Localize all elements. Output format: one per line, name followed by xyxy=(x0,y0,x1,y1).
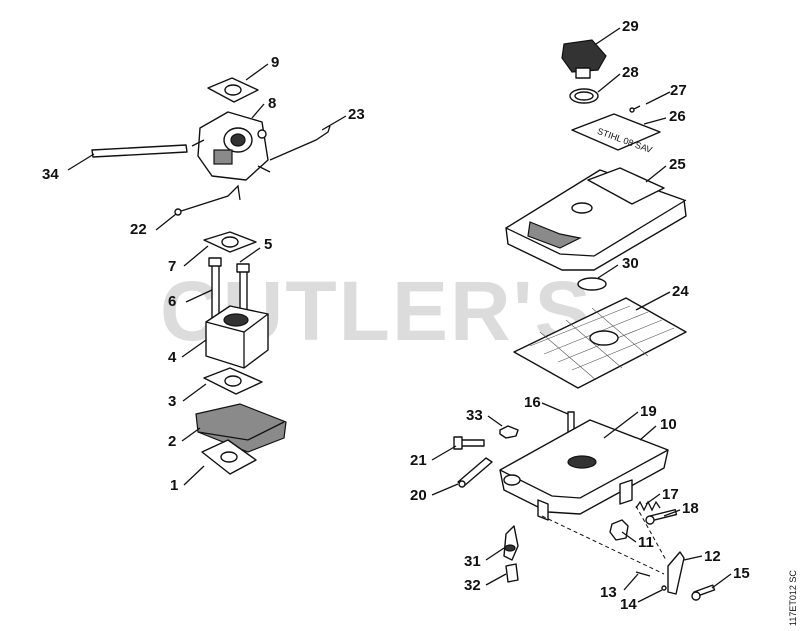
part-27-screw xyxy=(629,105,641,113)
callout-34: 34 xyxy=(42,166,59,183)
part-28-washer xyxy=(569,88,599,104)
callout-31: 31 xyxy=(464,553,481,570)
callout-12: 12 xyxy=(704,548,721,565)
part-26-decal: STIHL 08 SAV xyxy=(571,113,661,155)
callout-5: 5 xyxy=(264,236,272,253)
part-2-plate xyxy=(195,403,287,453)
part-25-filter-cover xyxy=(505,167,687,271)
part-34-rod xyxy=(91,144,188,158)
callout-25: 25 xyxy=(669,156,686,173)
callout-6: 6 xyxy=(168,293,176,310)
callout-27: 27 xyxy=(670,82,687,99)
callout-24: 24 xyxy=(672,283,689,300)
callout-26: 26 xyxy=(669,108,686,125)
callout-10: 10 xyxy=(660,416,677,433)
callout-29: 29 xyxy=(622,18,639,35)
callout-17: 17 xyxy=(662,486,679,503)
part-3-gasket xyxy=(203,367,263,395)
part-29-knob xyxy=(561,39,607,79)
part-12-lever xyxy=(667,551,685,595)
part-33-nut xyxy=(499,425,519,439)
part-13-pin xyxy=(635,571,651,577)
callout-3: 3 xyxy=(168,393,176,410)
callout-22: 22 xyxy=(130,221,147,238)
callout-7: 7 xyxy=(168,258,176,275)
callout-32: 32 xyxy=(464,577,481,594)
callout-28: 28 xyxy=(622,64,639,81)
alignment-line-2 xyxy=(635,505,667,561)
part-1-gasket xyxy=(201,439,257,475)
callout-33: 33 xyxy=(466,407,483,424)
part-15-screw xyxy=(691,584,716,601)
part-21-bolt xyxy=(453,436,485,450)
part-32-pin xyxy=(505,563,519,583)
callout-19: 19 xyxy=(640,403,657,420)
callout-8: 8 xyxy=(268,95,276,112)
callout-13: 13 xyxy=(600,584,617,601)
part-14-washer xyxy=(661,585,667,591)
part-11-nut xyxy=(609,519,629,541)
callout-16: 16 xyxy=(524,394,541,411)
part-10-base-plate xyxy=(499,419,669,521)
callout-1: 1 xyxy=(170,477,178,494)
part-23-linkage-rod xyxy=(269,125,331,161)
callout-23: 23 xyxy=(348,106,365,123)
callout-18: 18 xyxy=(682,500,699,517)
drawing-code: 117ET012 SC xyxy=(788,570,798,626)
callout-30: 30 xyxy=(622,255,639,272)
callout-labels: 29 28 27 26 25 30 24 9 8 23 34 22 7 5 6 … xyxy=(42,18,750,613)
part-9-carburetor-gasket xyxy=(207,77,259,103)
callout-21: 21 xyxy=(410,452,427,469)
callout-9: 9 xyxy=(271,54,279,71)
callout-20: 20 xyxy=(410,487,427,504)
callout-15: 15 xyxy=(733,565,750,582)
part-4-intake-flange xyxy=(205,305,269,369)
part-24-air-filter xyxy=(513,297,687,389)
callout-4: 4 xyxy=(168,349,177,366)
part-8-carburetor xyxy=(191,111,271,181)
part-22-linkage-rod xyxy=(174,184,241,216)
part-7-gasket xyxy=(203,231,257,253)
alignment-line xyxy=(541,515,665,575)
callout-11: 11 xyxy=(638,534,654,551)
leader-lines xyxy=(67,27,732,603)
part-20-lever xyxy=(457,457,493,488)
part-30-o-ring xyxy=(577,277,607,291)
part-31-lever xyxy=(503,525,519,561)
callout-14: 14 xyxy=(620,596,637,613)
callout-2: 2 xyxy=(168,433,176,450)
part-18-screw xyxy=(645,509,678,525)
